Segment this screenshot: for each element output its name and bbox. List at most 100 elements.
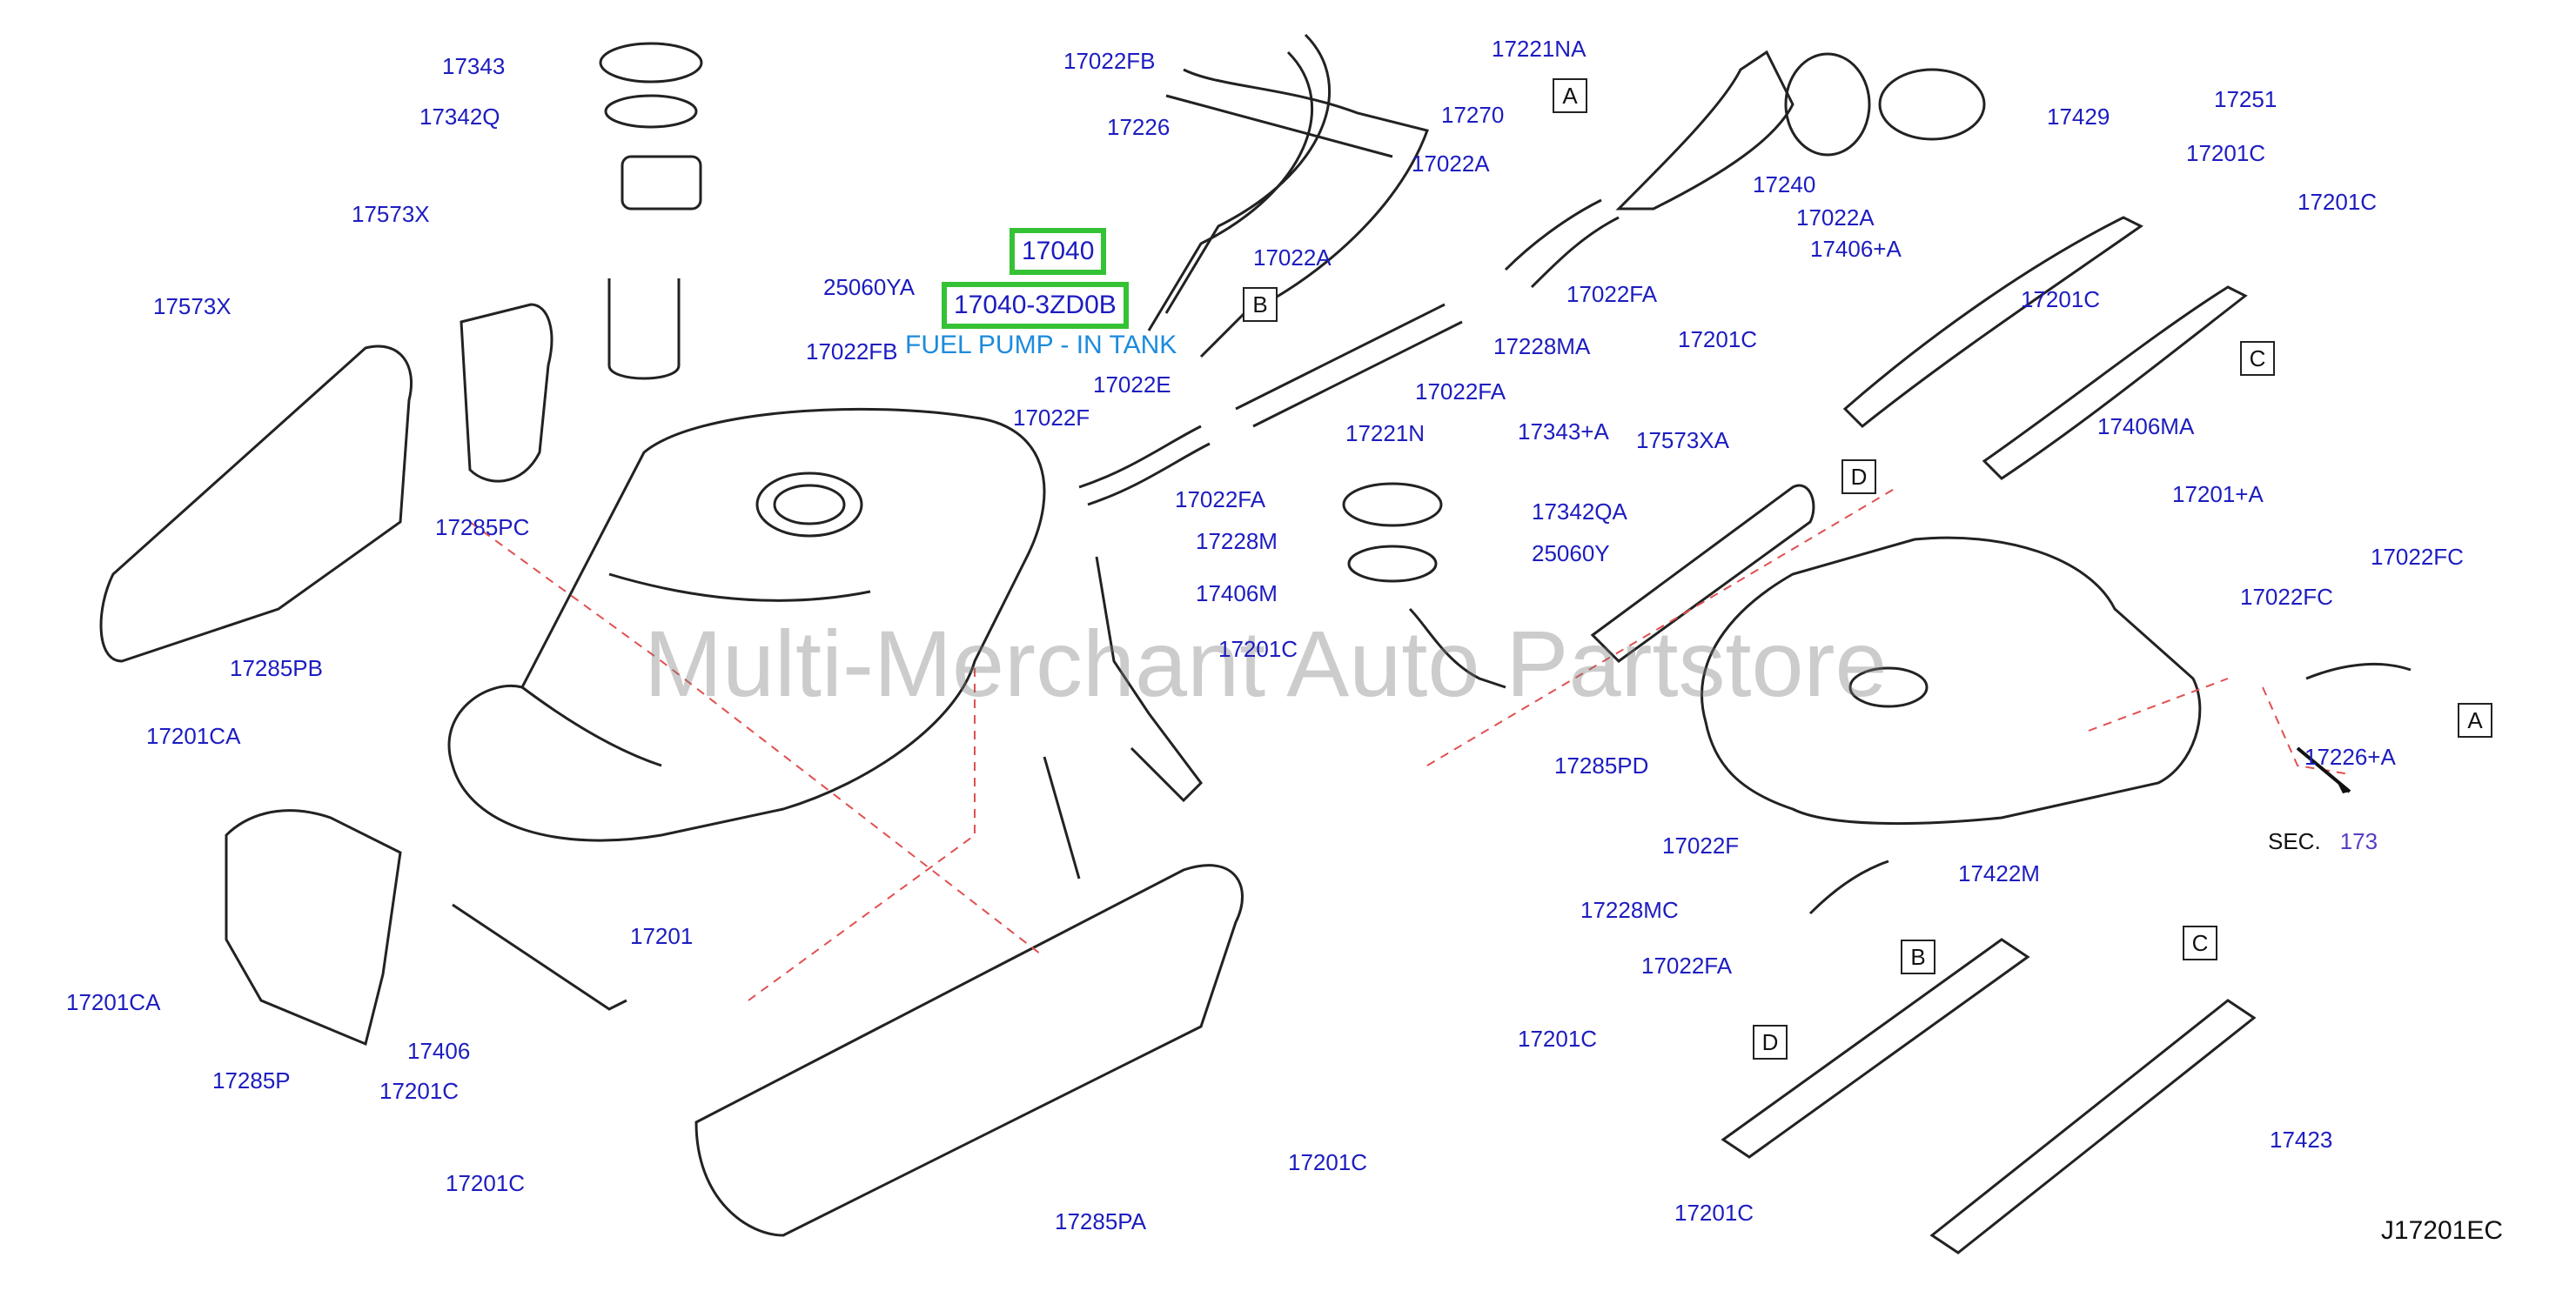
- section-prefix: SEC.: [2268, 828, 2321, 854]
- part-label[interactable]: 17406M: [1196, 580, 1278, 606]
- part-label[interactable]: 17573X: [153, 293, 231, 319]
- part-label[interactable]: 17285PD: [1554, 753, 1649, 779]
- part-label[interactable]: 17022FB: [1063, 48, 1156, 74]
- part-label[interactable]: 17228M: [1196, 528, 1278, 554]
- part-label[interactable]: 17423: [2270, 1127, 2333, 1153]
- hose-17228m: [1078, 425, 1202, 489]
- part-label[interactable]: 17343: [442, 53, 506, 79]
- part-label[interactable]: 17201C: [1218, 636, 1298, 662]
- strap-17406a: [1842, 216, 2143, 429]
- part-label[interactable]: 17022A: [1253, 244, 1332, 271]
- section-number[interactable]: 173: [2339, 828, 2378, 854]
- part-label[interactable]: 17201C: [1288, 1149, 1368, 1175]
- callout-a-top: A: [1553, 78, 1587, 113]
- part-label[interactable]: 17221NA: [1492, 36, 1587, 62]
- part-label[interactable]: 17285PC: [435, 514, 530, 540]
- part-label[interactable]: 17406MA: [2097, 413, 2195, 439]
- fuel-pump-module: [607, 278, 681, 380]
- callout-c-bottom: C: [2183, 926, 2217, 960]
- part-label[interactable]: 17201C: [2021, 286, 2101, 312]
- part-label[interactable]: 17022FB: [806, 338, 898, 365]
- pump-ring-17343: [599, 42, 703, 84]
- part-label[interactable]: 17573X: [352, 201, 430, 227]
- part-label[interactable]: 17201+A: [2172, 481, 2264, 507]
- part-label[interactable]: 17201C: [379, 1078, 460, 1104]
- part-label[interactable]: 17201CA: [66, 989, 161, 1015]
- part-label[interactable]: 25060YA: [823, 274, 916, 300]
- callout-d-bottom: D: [1753, 1025, 1788, 1060]
- part-label[interactable]: 17429: [2047, 104, 2110, 130]
- part-label[interactable]: 17573XA: [1636, 427, 1729, 453]
- heat-shield-17285p: [225, 809, 402, 1047]
- part-label[interactable]: 17201C: [446, 1170, 526, 1196]
- part-label[interactable]: 17022FA: [1415, 378, 1506, 405]
- part-label[interactable]: 17201C: [2186, 140, 2266, 166]
- callout-b-bottom: B: [1901, 940, 1935, 974]
- pump-opening-left: [755, 472, 863, 538]
- pump-ring-17343a: [1342, 482, 1443, 527]
- part-label[interactable]: 17240: [1753, 171, 1816, 197]
- part-label[interactable]: 17201C: [1674, 1200, 1754, 1226]
- part-label[interactable]: 25060Y: [1532, 540, 1610, 566]
- skid-plate-17285pa: [694, 864, 1244, 1237]
- part-label[interactable]: 17022FA: [1566, 281, 1658, 307]
- heat-shield-pb: [99, 344, 413, 663]
- part-label[interactable]: 17406: [407, 1038, 471, 1064]
- gasket-17240: [1784, 52, 1871, 157]
- section-reference[interactable]: SEC. 173: [2268, 828, 2378, 855]
- part-label[interactable]: 17022A: [1796, 204, 1875, 231]
- part-label[interactable]: 17343+A: [1518, 418, 1609, 445]
- watermark: Multi-Merchant Auto Partstore: [644, 611, 1888, 716]
- part-label[interactable]: 17285P: [212, 1067, 291, 1094]
- part-label[interactable]: 17228MC: [1580, 897, 1679, 923]
- part-label[interactable]: 17226+A: [2304, 744, 2396, 770]
- callout-b-top: B: [1243, 287, 1278, 322]
- part-label[interactable]: 17022FC: [2371, 544, 2464, 570]
- part-label[interactable]: 17270: [1441, 102, 1505, 128]
- part-label[interactable]: 17221N: [1345, 420, 1426, 446]
- pump-gasket-17342qa: [1347, 545, 1438, 583]
- fuel-pump-description: FUEL PUMP - IN TANK: [905, 331, 1177, 359]
- part-label[interactable]: 17022FA: [1175, 486, 1266, 512]
- part-label[interactable]: 17342Q: [419, 104, 500, 130]
- part-label[interactable]: 17022FC: [2240, 584, 2333, 610]
- part-label[interactable]: 17422M: [1958, 860, 2040, 886]
- filler-cap-17251: [1878, 68, 1986, 141]
- highlight-part-17040[interactable]: 17040: [1010, 228, 1107, 275]
- part-label[interactable]: 17285PA: [1055, 1208, 1147, 1234]
- part-label[interactable]: 17201CA: [146, 723, 241, 749]
- highlight-part-17040-3zd0b[interactable]: 17040-3ZD0B: [942, 282, 1129, 329]
- part-label[interactable]: 17201C: [1518, 1026, 1598, 1052]
- part-label[interactable]: 17022FA: [1641, 953, 1733, 979]
- part-label[interactable]: 17251: [2214, 86, 2277, 112]
- part-label[interactable]: 17201: [630, 923, 694, 949]
- breather-tube-17226: [1164, 33, 1332, 314]
- filler-pipe: [1183, 68, 1429, 358]
- part-label[interactable]: 17226: [1107, 114, 1171, 140]
- part-label[interactable]: 17201C: [2298, 189, 2378, 215]
- part-label[interactable]: 17285PB: [230, 655, 323, 681]
- hose-17226a: [2305, 662, 2412, 680]
- part-label[interactable]: 17406+A: [1810, 236, 1902, 262]
- fuel-tank-left: [447, 407, 1046, 842]
- pump-gasket-17342q: [604, 94, 698, 129]
- strap-17406: [452, 903, 627, 1011]
- part-label[interactable]: 17228MA: [1493, 333, 1591, 359]
- diagram-code: J17201EC: [2380, 1216, 2503, 1245]
- callout-c-top: C: [2240, 341, 2275, 376]
- fuel-pipe-17221n: [1235, 303, 1446, 411]
- part-label[interactable]: 17342QA: [1532, 498, 1627, 525]
- heat-shield-pc: [460, 303, 553, 483]
- heat-shield-17285pd: [1590, 484, 1815, 663]
- part-label[interactable]: 17022F: [1662, 833, 1740, 859]
- part-label[interactable]: 17022F: [1013, 405, 1090, 431]
- strap-17406ma: [1982, 285, 2248, 480]
- part-label[interactable]: 17201C: [1678, 326, 1758, 352]
- callout-a-right: A: [2458, 703, 2492, 738]
- hose-17228ma: [1504, 198, 1602, 271]
- part-label[interactable]: 17022E: [1093, 371, 1171, 398]
- callout-d-top: D: [1841, 459, 1876, 494]
- part-label[interactable]: 17022A: [1412, 151, 1490, 177]
- crossmember-17422m: [1721, 938, 2030, 1159]
